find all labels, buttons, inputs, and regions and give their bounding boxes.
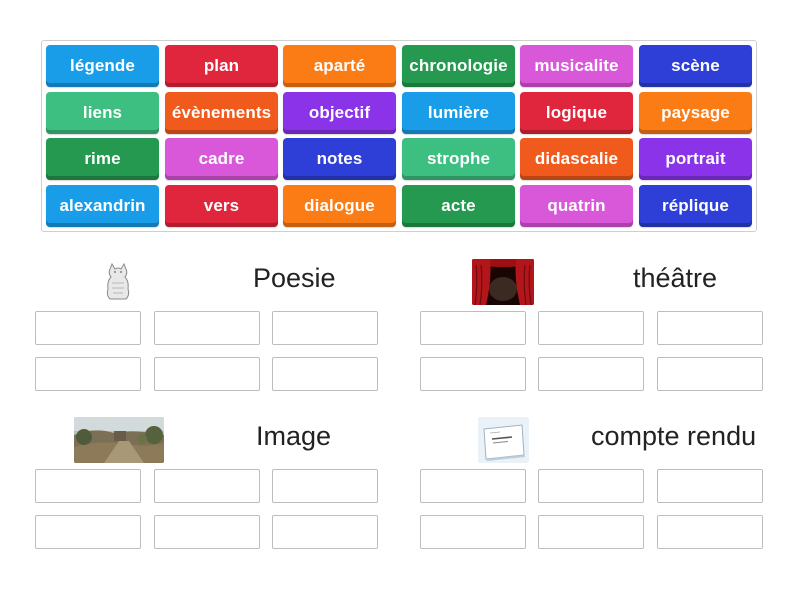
report-book-icon [478, 417, 529, 463]
drop-slot[interactable] [538, 311, 644, 345]
drop-slot[interactable] [538, 357, 644, 391]
word-tile[interactable]: dialogue [283, 185, 396, 227]
drop-slot[interactable] [154, 357, 260, 391]
drop-slot[interactable] [420, 311, 526, 345]
drop-slot[interactable] [154, 515, 260, 549]
word-tile[interactable]: scène [639, 45, 752, 87]
drop-slot[interactable] [538, 515, 644, 549]
group-title-poesie: Poesie [253, 263, 336, 293]
word-tile[interactable]: réplique [639, 185, 752, 227]
word-tile[interactable]: alexandrin [46, 185, 159, 227]
word-tile[interactable]: rime [46, 138, 159, 180]
word-tile[interactable]: légende [46, 45, 159, 87]
group-title-image: Image [256, 421, 332, 451]
word-tile[interactable]: liens [46, 92, 159, 134]
word-tile[interactable]: objectif [283, 92, 396, 134]
word-bank: légende plan aparté chronologie musicali… [41, 40, 757, 232]
word-tile[interactable]: didascalie [520, 138, 633, 180]
drop-slot[interactable] [420, 469, 526, 503]
word-tile[interactable]: évènements [165, 92, 278, 134]
group-title-compte-rendu: compte rendu [591, 421, 757, 451]
drop-slot[interactable] [657, 357, 763, 391]
drop-slot[interactable] [35, 357, 141, 391]
drop-slot[interactable] [35, 469, 141, 503]
drop-slot[interactable] [35, 515, 141, 549]
drop-slot[interactable] [657, 469, 763, 503]
word-tile[interactable]: cadre [165, 138, 278, 180]
word-tile[interactable]: lumière [402, 92, 515, 134]
drop-slot[interactable] [657, 311, 763, 345]
word-tile[interactable]: vers [165, 185, 278, 227]
theatre-curtain-icon [472, 259, 534, 305]
word-tile[interactable]: strophe [402, 138, 515, 180]
drop-slot[interactable] [272, 311, 378, 345]
drop-slot[interactable] [420, 357, 526, 391]
group-title-theatre: théâtre [633, 263, 718, 293]
landscape-photo-icon [74, 417, 164, 463]
drop-slot[interactable] [272, 515, 378, 549]
drop-slot[interactable] [272, 469, 378, 503]
drop-slot[interactable] [420, 515, 526, 549]
word-tile[interactable]: aparté [283, 45, 396, 87]
word-tile[interactable]: chronologie [402, 45, 515, 87]
drop-slot[interactable] [154, 311, 260, 345]
word-tile[interactable]: portrait [639, 138, 752, 180]
word-tile[interactable]: paysage [639, 92, 752, 134]
drop-slot[interactable] [35, 311, 141, 345]
cat-sketch-icon [104, 263, 132, 301]
word-tile[interactable]: notes [283, 138, 396, 180]
word-tile[interactable]: musicalite [520, 45, 633, 87]
word-tile[interactable]: plan [165, 45, 278, 87]
word-tile[interactable]: logique [520, 92, 633, 134]
word-tile[interactable]: quatrin [520, 185, 633, 227]
word-tile[interactable]: acte [402, 185, 515, 227]
drop-slot[interactable] [272, 357, 378, 391]
drop-slot[interactable] [154, 469, 260, 503]
drop-slot[interactable] [657, 515, 763, 549]
drop-slot[interactable] [538, 469, 644, 503]
